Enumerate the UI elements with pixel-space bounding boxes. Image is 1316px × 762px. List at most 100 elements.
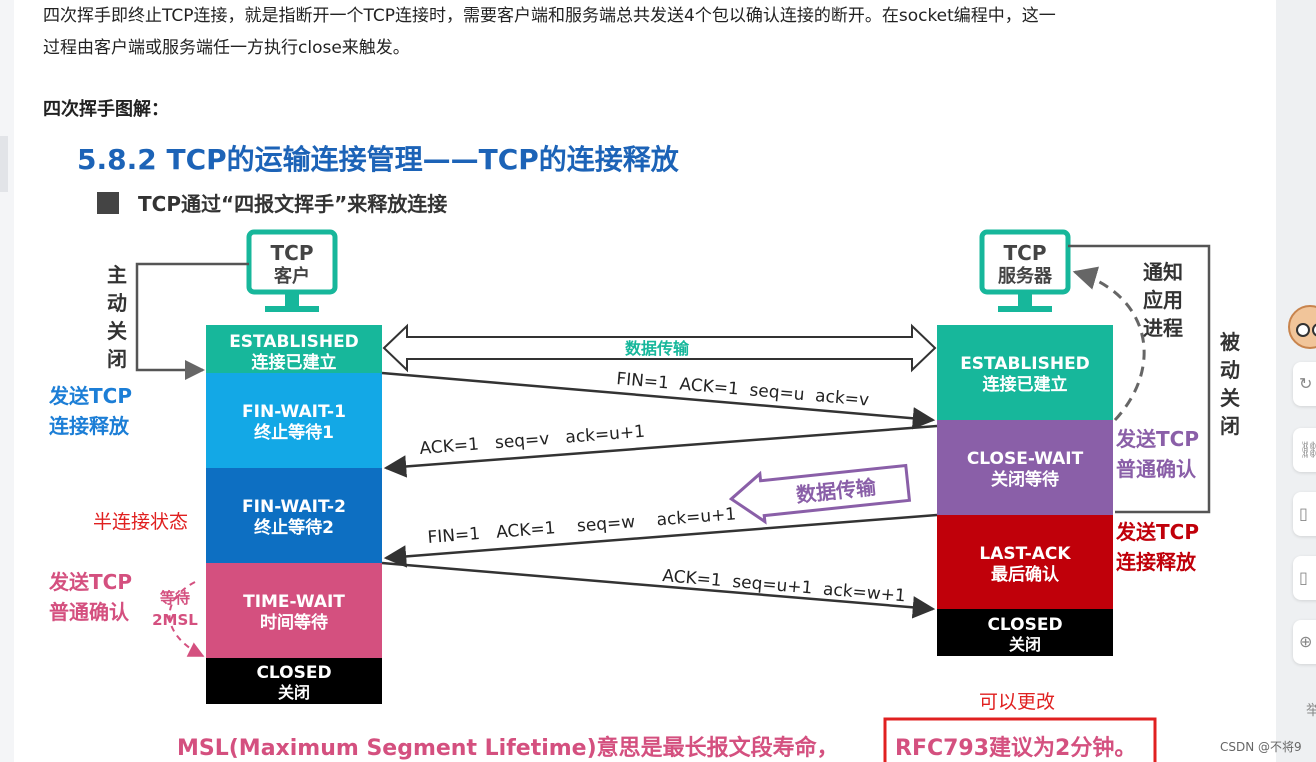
svg-text:ESTABLISHED: ESTABLISHED [960, 354, 1090, 374]
four-way-handshake-diagram: 5.8.2 TCP的运输连接管理——TCP的连接释放 TCP通过“四报文挥手”来… [45, 136, 1241, 762]
svg-text:关: 关 [1220, 386, 1240, 410]
svg-text:FIN-WAIT-2: FIN-WAIT-2 [242, 497, 346, 517]
active-close-label: 主 动 关 闭 [107, 263, 127, 371]
server-label-line2: 服务器 [998, 265, 1053, 287]
svg-text:关闭: 关闭 [278, 683, 310, 702]
lock-icon: ⊕ [1299, 632, 1313, 651]
svg-text:最后确认: 最后确认 [991, 564, 1060, 585]
svg-text:TIME-WAIT: TIME-WAIT [243, 592, 345, 612]
svg-text:终止等待2: 终止等待2 [254, 517, 334, 538]
note-server-release-1: 发送TCP [1115, 520, 1199, 544]
link-icon: ⛓ [1299, 440, 1316, 459]
client-state-time-wait [206, 563, 382, 658]
svg-text:CLOSED: CLOSED [256, 663, 331, 683]
intro-paragraph: 四次挥手即终止TCP连接，就是指断开一个TCP连接时，需要客户端和服务端总共发送… [43, 0, 1243, 64]
svg-text:CLOSED: CLOSED [987, 615, 1062, 635]
sidebar-tool-3[interactable]: ▯ [1293, 492, 1316, 536]
gutter-handle [0, 136, 8, 192]
client-state-fin-wait-2 [206, 468, 382, 563]
segment-label-ack2: ACK=1 seq=u+1 ack=w+1 [662, 566, 907, 606]
note-send-ack-1: 发送TCP [48, 570, 132, 594]
notify-app-label: 通知 应用 进程 [1143, 260, 1183, 340]
server-computer-icon: TCP 服务器 [979, 229, 1071, 312]
segment-label-ack1: ACK=1 seq=v ack=u+1 [419, 422, 646, 459]
phone-icon: ▯ [1299, 568, 1308, 587]
passive-close-label: 被 动 关 闭 [1220, 330, 1241, 438]
mascot-avatar[interactable] [1288, 305, 1316, 349]
sidebar-tool-5[interactable]: ⊕ [1293, 620, 1316, 664]
note-server-release-2: 连接释放 [1116, 550, 1197, 574]
segment-label-fin2: FIN=1 ACK=1 seq=w ack=u+1 [427, 504, 737, 548]
svg-text:连接已建立: 连接已建立 [983, 374, 1068, 395]
note-server-ack-2: 普通确认 [1116, 457, 1197, 481]
segment-arrow-fin2 [383, 513, 938, 568]
left-gutter [0, 0, 14, 762]
svg-text:ESTABLISHED: ESTABLISHED [229, 332, 359, 352]
svg-text:终止等待1: 终止等待1 [254, 422, 334, 443]
note-send-release-1: 发送TCP [48, 384, 132, 408]
segment-arrow-fin1 [381, 371, 936, 430]
svg-text:关: 关 [107, 319, 127, 343]
client-state-established [206, 325, 382, 373]
rfc-highlight-box [883, 717, 1157, 762]
half-close-data-arrow: 数据传输 [728, 463, 912, 525]
document-icon: ▯ [1299, 504, 1308, 523]
data-transfer-double-arrow: 数据传输 [382, 323, 937, 373]
section-heading: 四次挥手图解： [43, 99, 169, 120]
note-half-state: 半连接状态 [93, 511, 188, 533]
svg-text:通知: 通知 [1143, 260, 1183, 284]
sidebar-tool-2[interactable]: ⛓ [1293, 428, 1316, 472]
svg-text:FIN-WAIT-1: FIN-WAIT-1 [242, 402, 346, 422]
csdn-watermark: CSDN @不将9 [1220, 740, 1302, 754]
diagram-subtitle: TCP通过“四报文挥手”来释放连接 [138, 192, 447, 216]
data-transfer-label: 数据传输 [625, 339, 690, 358]
svg-text:连接已建立: 连接已建立 [252, 352, 337, 373]
intro-line-1: 四次挥手即终止TCP连接，就是指断开一个TCP连接时，需要客户端和服务端总共发送… [43, 6, 1056, 26]
changeable-note: 可以更改 [979, 691, 1055, 713]
note-send-release-2: 连接释放 [49, 414, 130, 438]
refresh-icon: ↻ [1299, 374, 1313, 393]
svg-text:CLOSE-WAIT: CLOSE-WAIT [967, 449, 1084, 469]
client-label-line2: 客户 [274, 265, 310, 287]
server-label-line1: TCP [1004, 241, 1047, 265]
svg-text:关闭: 关闭 [1009, 635, 1041, 654]
svg-text:闭: 闭 [1220, 414, 1240, 438]
svg-text:进程: 进程 [1143, 316, 1183, 340]
note-wait-2: 2MSL [152, 611, 198, 629]
diagram-title: 5.8.2 TCP的运输连接管理——TCP的连接释放 [77, 143, 680, 176]
client-state-column: ESTABLISHED 连接已建立 FIN-WAIT-1 终止等待1 FIN-W… [206, 325, 382, 704]
segment-arrow-ack2 [381, 561, 936, 619]
note-server-ack-1: 发送TCP [1115, 427, 1199, 451]
server-state-closed [937, 609, 1113, 656]
svg-text:动: 动 [107, 291, 127, 315]
svg-text:关闭等待: 关闭等待 [991, 469, 1059, 490]
server-state-last-ack [937, 515, 1113, 609]
notify-app-arrow [1072, 266, 1146, 422]
active-close-bracket [135, 262, 249, 380]
client-label-line1: TCP [271, 241, 314, 265]
sidebar-report-label[interactable]: 举 [1306, 703, 1316, 719]
svg-text:LAST-ACK: LAST-ACK [979, 544, 1071, 564]
server-state-close-wait [937, 420, 1113, 515]
client-state-fin-wait-1 [206, 373, 382, 468]
svg-text:时间等待: 时间等待 [260, 612, 328, 633]
svg-text:动: 动 [1220, 358, 1240, 382]
svg-text:主: 主 [107, 263, 127, 287]
passive-close-bracket [1068, 244, 1211, 514]
svg-text:闭: 闭 [107, 347, 127, 371]
note-send-ack-2: 普通确认 [49, 600, 130, 624]
svg-text:被: 被 [1220, 330, 1241, 354]
sidebar-tool-1[interactable]: ↻ [1293, 362, 1316, 406]
sidebar-tool-4[interactable]: ▯ [1293, 556, 1316, 600]
intro-line-2: 过程由客户端或服务端任一方执行close来触发。 [43, 38, 410, 58]
server-state-established [937, 325, 1113, 420]
wait-2msl-arrow [168, 581, 205, 657]
client-state-closed [206, 658, 382, 704]
svg-text:应用: 应用 [1143, 288, 1183, 312]
subtitle-bullet [97, 192, 119, 214]
rfc-recommendation: RFC793建议为2分钟。 [895, 735, 1136, 761]
right-sidebar: ↻ ⛓ ▯ ▯ ⊕ 举 [1276, 0, 1316, 762]
diagram-canvas: 5.8.2 TCP的运输连接管理——TCP的连接释放 TCP通过“四报文挥手”来… [48, 143, 1241, 762]
segment-arrow-ack1 [383, 424, 938, 478]
client-computer-icon: TCP 客户 [246, 229, 338, 312]
